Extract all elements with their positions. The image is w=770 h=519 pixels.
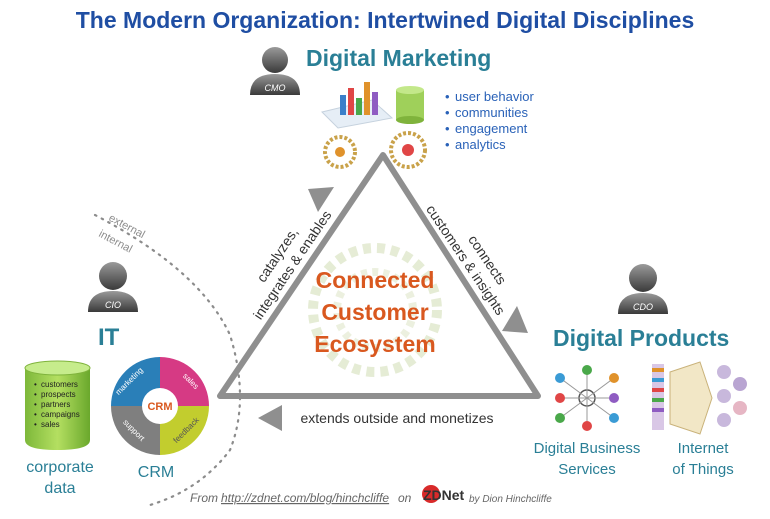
iot-graphic bbox=[652, 361, 747, 435]
marketing-bullet: • bbox=[445, 105, 450, 120]
db-item: sales bbox=[41, 420, 60, 429]
db-item: customers bbox=[41, 380, 78, 389]
services-caption-line2: Services bbox=[558, 461, 616, 478]
bottom-edge-label: extends outside and monetizes bbox=[300, 410, 493, 426]
center-line3: Ecosystem bbox=[314, 331, 435, 357]
cio-avatar: CIO bbox=[88, 262, 138, 312]
marketing-bullet-text: user behavior bbox=[455, 89, 534, 104]
marketing-bullet: • bbox=[445, 89, 450, 104]
marketing-bullet: • bbox=[445, 121, 450, 136]
marketing-bullet: • bbox=[445, 137, 450, 152]
cio-role-label: CIO bbox=[105, 300, 121, 310]
corporate-data-caption-line2: data bbox=[44, 480, 75, 497]
corporate-data-cylinder bbox=[24, 360, 91, 450]
iot-caption-line2: of Things bbox=[672, 461, 733, 478]
marketing-bullet-text: communities bbox=[455, 105, 528, 120]
boundary-line bbox=[93, 213, 242, 507]
zdnet-logo-text: ZDNet bbox=[423, 487, 465, 503]
crm-segment-marketing bbox=[111, 357, 160, 406]
marketing-analytics-graphic bbox=[321, 82, 394, 129]
zdnet-logo: ZDNet bbox=[422, 485, 465, 503]
crm-center-label: CRM bbox=[147, 401, 172, 413]
it-heading: IT bbox=[98, 324, 120, 351]
cdo-avatar: CDO bbox=[618, 264, 668, 314]
digital-services-graphic bbox=[555, 365, 619, 431]
footer-prefix: From bbox=[190, 491, 218, 505]
iot-caption-line1: Internet bbox=[678, 440, 730, 457]
db-item-bullet: • bbox=[34, 390, 37, 399]
cmo-avatar: CMO bbox=[250, 47, 300, 95]
db-item-bullet: • bbox=[34, 410, 37, 419]
marketing-bullet-text: engagement bbox=[455, 121, 528, 136]
cmo-role-label: CMO bbox=[265, 83, 286, 93]
connection-triangle bbox=[217, 152, 541, 399]
db-item-bullet: • bbox=[34, 420, 37, 429]
db-item-bullet: • bbox=[34, 380, 37, 389]
db-items: • customers • prospects • partners • cam… bbox=[34, 380, 80, 429]
services-caption-line1: Digital Business bbox=[534, 440, 641, 457]
marketing-cylinder-graphic bbox=[396, 86, 424, 124]
db-item-bullet: • bbox=[34, 400, 37, 409]
marketing-bullet-text: analytics bbox=[455, 137, 506, 152]
center-line1: Connected bbox=[316, 267, 435, 293]
ecosystem-watermark bbox=[308, 243, 442, 377]
crm-segment-sales bbox=[160, 357, 209, 406]
db-item: campaigns bbox=[41, 410, 80, 419]
right-edge-arrow bbox=[502, 306, 528, 333]
db-item: prospects bbox=[41, 390, 76, 399]
crm-caption: CRM bbox=[138, 464, 174, 481]
footer-byline: by Dion Hinchcliffe bbox=[469, 494, 552, 505]
products-heading: Digital Products bbox=[553, 325, 729, 351]
diagram-title: The Modern Organization: Intertwined Dig… bbox=[76, 7, 695, 33]
marketing-heading: Digital Marketing bbox=[306, 45, 491, 71]
footer-link[interactable]: http://zdnet.com/blog/hinchcliffe bbox=[221, 491, 389, 505]
marketing-communities-graphic bbox=[323, 131, 427, 169]
crm-segment-feedback bbox=[160, 406, 209, 455]
left-edge-arrow bbox=[308, 187, 334, 212]
marketing-bullets: • user behavior • communities • engageme… bbox=[445, 89, 534, 152]
footer-on: on bbox=[398, 491, 412, 505]
db-item: partners bbox=[41, 400, 70, 409]
cdo-role-label: CDO bbox=[633, 302, 653, 312]
bottom-edge-arrow bbox=[258, 405, 282, 431]
footer: From http://zdnet.com/blog/hinchcliffe o… bbox=[190, 485, 552, 505]
center-line2: Customer bbox=[321, 299, 428, 325]
corporate-data-caption-line1: corporate bbox=[26, 459, 94, 476]
crm-wheel: CRM marketing sales feedback support bbox=[111, 357, 209, 455]
crm-segment-support bbox=[111, 406, 160, 455]
